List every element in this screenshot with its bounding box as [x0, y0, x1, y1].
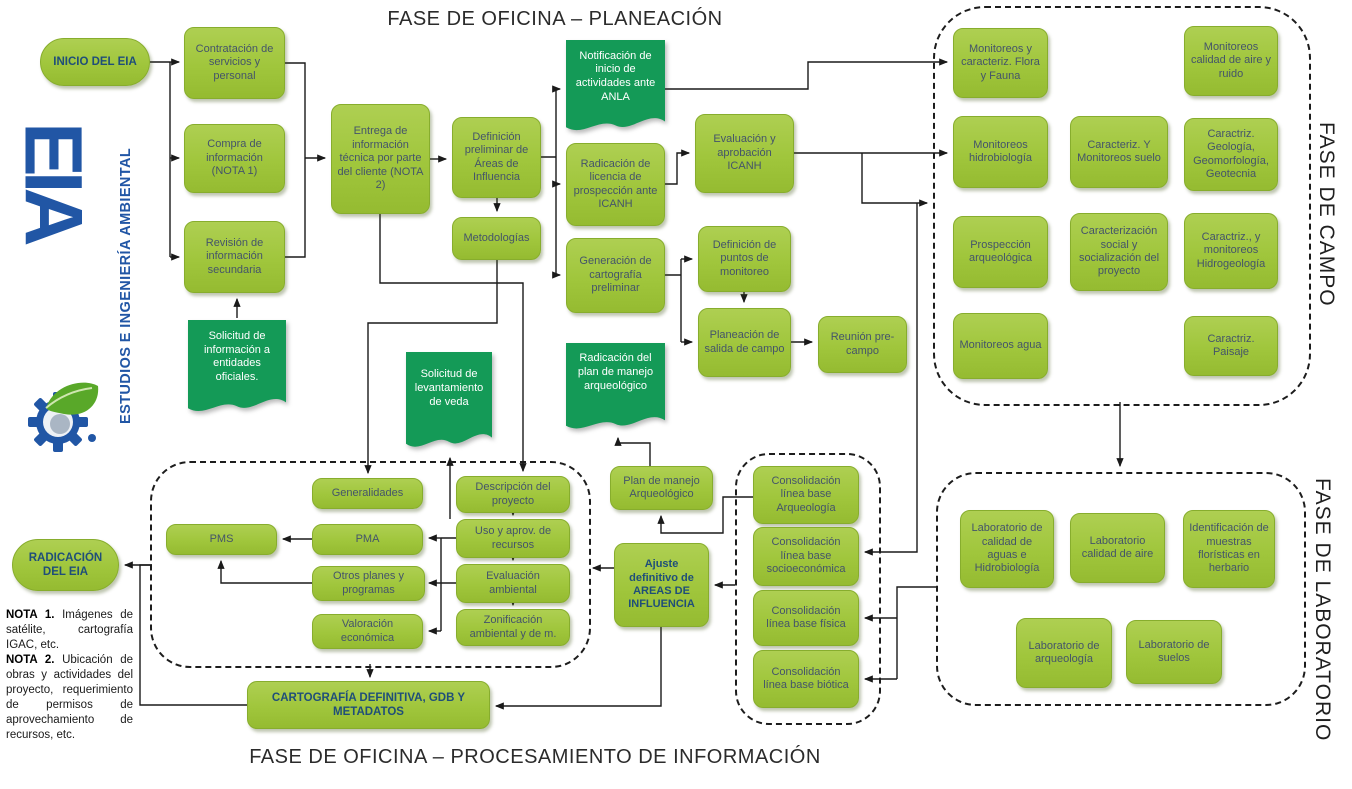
node-valoracion-economica: Valoración económica: [312, 614, 423, 649]
node-caracterizacion-paisaje: Caractriz. Paisaje: [1184, 316, 1278, 376]
node-ajuste-definitivo-areas: Ajuste definitivo de AREAS DE INFLUENCIA: [614, 543, 709, 627]
node-contratacion: Contratación de servicios y personal: [184, 27, 285, 99]
label-fase-de-campo: FASE DE CAMPO: [1315, 122, 1338, 307]
node-solicitud-informacion-doc: Solicitud de información a entidades ofi…: [188, 320, 286, 418]
node-laboratorio-arqueologia: Laboratorio de arqueología: [1016, 618, 1112, 688]
node-metodologias: Metodologías: [452, 217, 541, 260]
doc-label: Notificación de inicio de actividades an…: [575, 49, 656, 103]
node-reunion-precampo: Reunión pre-campo: [818, 316, 907, 373]
group-consolidacion: [735, 453, 881, 725]
node-laboratorio-suelos: Laboratorio de suelos: [1126, 620, 1222, 684]
doc-label: Radicación del plan de manejo arqueológi…: [577, 352, 654, 392]
doc-label: Solicitud de levantamiento de veda: [414, 368, 484, 408]
node-pma: PMA: [312, 524, 423, 555]
node-evaluacion-icanh: Evaluación y aprobación ICANH: [695, 114, 794, 193]
node-evaluacion-ambiental: Evaluación ambiental: [456, 564, 570, 603]
gear-leaf-icon: [20, 370, 104, 461]
node-uso-aprovechamiento: Uso y aprov. de recursos: [456, 519, 570, 558]
node-caracterizacion-suelo: Caracteriz. Y Monitoreos suelo: [1070, 116, 1168, 188]
node-otros-planes: Otros planes y programas: [312, 566, 425, 601]
doc-label: Solicitud de información a entidades ofi…: [203, 329, 271, 384]
group-fase-campo: [933, 6, 1311, 406]
node-zonificacion-ambiental: Zonificación ambiental y de m.: [456, 609, 570, 646]
node-notificacion-anla-doc: Notificación de inicio de actividades an…: [566, 40, 665, 137]
node-radicacion-del-eia: RADICACIÓN DEL EIA: [12, 539, 119, 591]
nota-2-text: Ubicación de obras y actividades del pro…: [6, 653, 133, 741]
node-entrega-informacion: Entrega de información técnica por parte…: [331, 104, 430, 214]
node-descripcion-proyecto: Descripción del proyecto: [456, 476, 570, 513]
node-identificacion-floristicas: Identificación de muestras florísticas e…: [1183, 510, 1275, 588]
node-pms: PMS: [166, 524, 277, 555]
node-laboratorio-aire: Laboratorio calidad de aire: [1070, 513, 1165, 583]
node-monitoreos-aire-ruido: Monitoreos calidad de aire y ruido: [1184, 26, 1278, 96]
node-caracterizacion-hidrogeologia: Caractriz., y monitoreos Hidrogeología: [1184, 213, 1278, 289]
title-fase-oficina-procesamiento: FASE DE OFICINA – PROCESAMIENTO DE INFOR…: [249, 746, 821, 768]
node-monitoreos-flora-fauna: Monitoreos y caracteriz. Flora y Fauna: [953, 28, 1048, 98]
node-radicacion-plan-doc: Radicación del plan de manejo arqueológi…: [566, 343, 665, 435]
nota-2-label: NOTA 2.: [6, 653, 55, 666]
node-consolidacion-arqueologia: Consolidación línea base Arqueología: [753, 466, 859, 524]
eia-logo-acronym: EIA: [7, 122, 99, 241]
node-radicacion-licencia: Radicación de licencia de prospección an…: [566, 143, 665, 226]
label-fase-de-laboratorio: FASE DE LABORATORIO: [1311, 478, 1334, 742]
nota-1-text: Imágenes de satélite, cartografía IGAC, …: [6, 609, 133, 651]
node-solicitud-veda-doc: Solicitud de levantamiento de veda: [406, 352, 492, 454]
node-generalidades: Generalidades: [312, 478, 423, 509]
node-cartografia-definitiva: CARTOGRAFÍA DEFINITIVA, GDB Y METADATOS: [247, 681, 490, 729]
node-consolidacion-socioeconomica: Consolidación línea base socioeconómica: [753, 527, 859, 586]
nota-1-label: NOTA 1.: [6, 609, 55, 621]
node-laboratorio-aguas: Laboratorio de calidad de aguas e Hidrob…: [960, 510, 1054, 588]
node-definicion-puntos: Definición de puntos de monitoreo: [698, 226, 791, 292]
node-definicion-areas: Definición preliminar de Áreas de Influe…: [452, 117, 541, 198]
node-caracterizacion-social: Caracterización social y socialización d…: [1070, 213, 1168, 291]
node-consolidacion-fisica: Consolidación línea base física: [753, 590, 859, 646]
node-compra-informacion: Compra de información (NOTA 1): [184, 124, 285, 193]
node-prospeccion-arqueologica: Prospección arqueológica: [953, 216, 1048, 288]
node-planeacion-salida: Planeación de salida de campo: [698, 308, 791, 377]
eia-logo: EIA ESTUDIOS E INGENIERÍA AMBIENTAL: [7, 122, 164, 452]
connectors: [123, 58, 1124, 710]
node-inicio-del-eia: INICIO DEL EIA: [40, 38, 150, 86]
node-generacion-cartografia: Generación de cartografía preliminar: [566, 238, 665, 313]
node-plan-manejo-arqueologico: Plan de manejo Arqueológico: [610, 466, 713, 510]
node-caracterizacion-geologia: Caractriz. Geología, Geomorfología, Geot…: [1184, 118, 1278, 191]
group-fase-laboratorio: [936, 472, 1306, 706]
footnotes: NOTA 1. Imágenes de satélite, cartografí…: [6, 608, 133, 742]
node-monitoreos-agua: Monitoreos agua: [953, 313, 1048, 379]
node-revision-informacion: Revisión de información secundaria: [184, 221, 285, 293]
eia-logo-subtitle: ESTUDIOS E INGENIERÍA AMBIENTAL: [118, 147, 134, 424]
node-monitoreos-hidrobiologia: Monitoreos hidrobiología: [953, 116, 1048, 188]
node-consolidacion-biotica: Consolidación línea base biótica: [753, 650, 859, 708]
title-fase-oficina-planeacion: FASE DE OFICINA – PLANEACIÓN: [387, 8, 723, 30]
